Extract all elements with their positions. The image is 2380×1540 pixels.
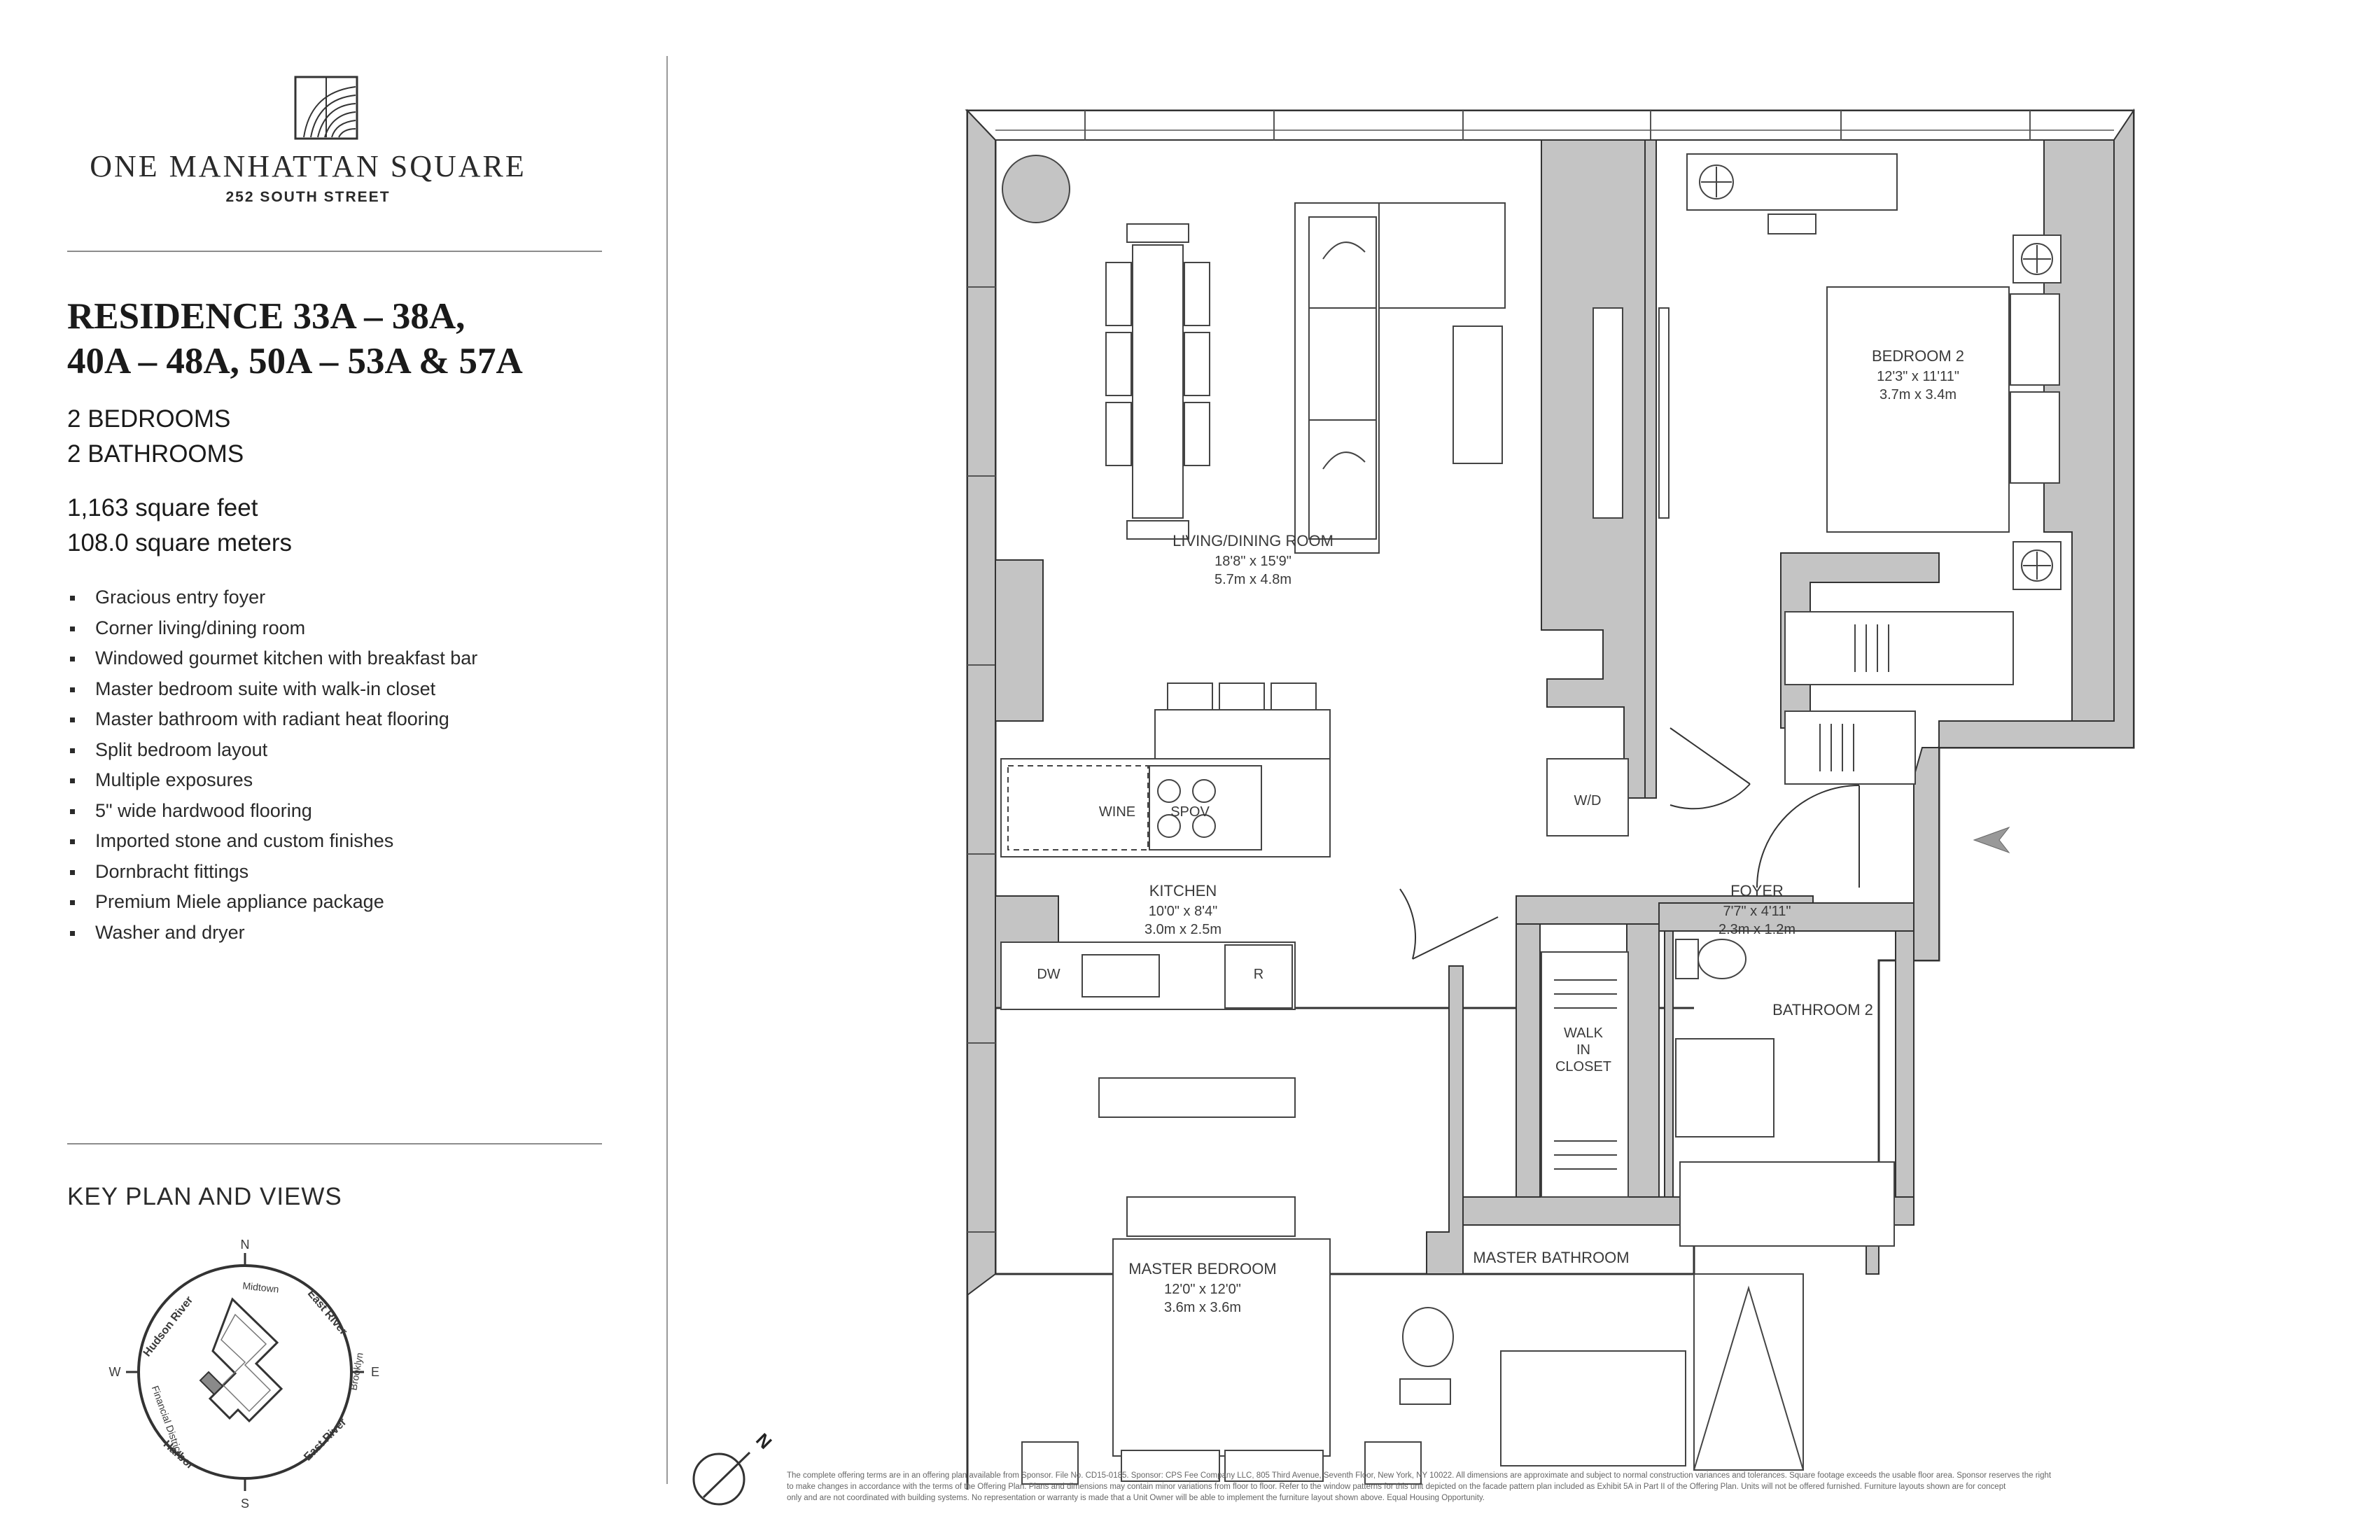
exterior-walls <box>965 108 2135 1490</box>
feature-item: Dornbracht fittings <box>67 857 477 888</box>
label-living-dining-imperial: 18'8" x 15'9" <box>1214 554 1292 569</box>
washer-dryer <box>1546 758 1629 836</box>
disclaimer-line: The complete offering terms are in an of… <box>787 1471 2052 1480</box>
feature-item: Master bedroom suite with walk-in closet <box>67 674 477 705</box>
disclaimer-line: to make changes in accordance with the t… <box>787 1483 2006 1491</box>
key-plan: N S W E Hudson River Midtown East River … <box>105 1232 385 1512</box>
key-plan-heading: KEY PLAN AND VIEWS <box>67 1183 342 1210</box>
feature-item: Washer and dryer <box>67 918 477 948</box>
door-swings <box>1399 727 1860 960</box>
one-manhattan-square-logo <box>294 76 358 140</box>
feature-list: Gracious entry foyer Corner living/dinin… <box>67 582 477 948</box>
key-north: N <box>241 1238 250 1252</box>
bed-bedroom2 <box>1826 234 2062 590</box>
dresser <box>1098 1077 1296 1118</box>
feature-item: Premium Miele appliance package <box>67 887 477 918</box>
floor-plan: LIVING/DINING ROOM 18'8" x 15'9" 5.7m x … <box>693 77 2373 1505</box>
area-square-meters: 108.0 square meters <box>67 529 293 556</box>
label-living-dining-metric: 5.7m x 4.8m <box>1214 572 1292 587</box>
label-master-bedroom: MASTER BEDROOM <box>1128 1260 1276 1278</box>
feature-item: Imported stone and custom finishes <box>67 826 477 857</box>
label-bedroom2-metric: 3.7m x 3.4m <box>1879 387 1956 402</box>
coffee-table <box>1452 326 1503 464</box>
residence-title: RESIDENCE 33A – 38A, 40A – 48A, 50A – 53… <box>67 294 613 384</box>
vanity-bathroom2 <box>1675 1038 1774 1138</box>
compass-needle-icon <box>702 1451 751 1499</box>
label-walk-in-1: WALK <box>1564 1026 1604 1041</box>
feature-item: Master bathroom with radiant heat floori… <box>67 704 477 735</box>
closet-bedroom2-b <box>1784 710 1916 785</box>
tub-bathroom2 <box>1679 1161 1895 1247</box>
toilet-bathroom2 <box>1698 939 1746 979</box>
key-label-midtown: Midtown <box>242 1280 280 1294</box>
key-label-east-river-bottom: East River <box>302 1416 349 1463</box>
bed-master <box>1021 1196 1422 1485</box>
closet-bedroom2 <box>1784 611 2014 685</box>
toilet-master <box>1402 1307 1454 1367</box>
feature-item: Windowed gourmet kitchen with breakfast … <box>67 643 477 674</box>
area-square-feet: 1,163 square feet <box>67 494 258 522</box>
label-foyer-metric: 2.3m x 1.2m <box>1718 922 1795 937</box>
label-wd: W/D <box>1574 793 1602 808</box>
room-labels: LIVING/DINING ROOM 18'8" x 15'9" 5.7m x … <box>1037 347 1964 1315</box>
tv-console <box>1592 307 1623 519</box>
residence-title-line1: RESIDENCE 33A – 38A, <box>67 296 465 337</box>
disclaimer-line: only and are not coordinated with buildi… <box>787 1494 1485 1502</box>
residence-title-line2: 40A – 48A, 50A – 53A & 57A <box>67 341 523 382</box>
label-kitchen-metric: 3.0m x 2.5m <box>1144 922 1222 937</box>
key-south: S <box>241 1497 249 1511</box>
label-master-bedroom-imperial: 12'0" x 12'0" <box>1164 1282 1241 1297</box>
label-dw: DW <box>1037 967 1060 982</box>
label-bedroom2-imperial: 12'3" x 11'11" <box>1877 369 1959 384</box>
feature-item: Split bedroom layout <box>67 735 477 766</box>
entry-arrow-icon <box>1973 826 2010 854</box>
dining-table <box>1105 223 1210 540</box>
tv-console-b2 <box>1658 307 1670 519</box>
label-bathroom2: BATHROOM 2 <box>1772 1001 1873 1018</box>
label-walk-in-3: CLOSET <box>1555 1059 1611 1074</box>
legal-disclaimer: The complete offering terms are in an of… <box>787 1470 2348 1504</box>
label-spov: SPOV <box>1170 804 1210 820</box>
feature-item: Corner living/dining room <box>67 613 477 644</box>
compass: N <box>690 1424 776 1508</box>
brand-name: ONE MANHATTAN SQUARE <box>90 149 526 183</box>
divider-bottom <box>67 1143 602 1144</box>
key-label-east-river-top: East River <box>305 1288 349 1338</box>
label-wine: WINE <box>1099 804 1135 820</box>
label-kitchen: KITCHEN <box>1149 882 1217 899</box>
divider-top <box>67 251 602 252</box>
breakfast-bar <box>1154 709 1331 760</box>
label-master-bathroom: MASTER BATHROOM <box>1473 1249 1629 1266</box>
label-living-dining: LIVING/DINING ROOM <box>1172 532 1334 550</box>
compass-circle <box>692 1452 746 1506</box>
compass-north-label: N <box>752 1429 774 1452</box>
column-divider <box>666 56 668 1484</box>
label-foyer: FOYER <box>1730 882 1784 899</box>
furniture <box>1000 153 2062 1485</box>
key-east: E <box>371 1365 379 1379</box>
label-bedroom2: BEDROOM 2 <box>1872 347 1964 365</box>
corner-planter <box>1002 155 1070 223</box>
bedroom-count: 2 BEDROOMS <box>67 405 231 433</box>
label-walk-in-2: IN <box>1576 1042 1590 1058</box>
brand-address: 252 SOUTH STREET <box>225 189 391 205</box>
label-r: R <box>1254 967 1264 982</box>
label-foyer-imperial: 7'7" x 4'11" <box>1723 904 1791 919</box>
vanity-master <box>1500 1350 1686 1466</box>
key-west: W <box>109 1365 121 1379</box>
walk-in-closet-shelving <box>1541 951 1629 1198</box>
key-plan-unit-highlight <box>199 1371 224 1396</box>
label-kitchen-imperial: 10'0" x 8'4" <box>1149 904 1218 919</box>
shower-master <box>1693 1273 1804 1471</box>
feature-item: Gracious entry foyer <box>67 582 477 613</box>
sofa <box>1294 202 1506 554</box>
label-master-bedroom-metric: 3.6m x 3.6m <box>1164 1300 1241 1315</box>
feature-item: Multiple exposures <box>67 765 477 796</box>
feature-item: 5" wide hardwood flooring <box>67 796 477 827</box>
key-plan-building <box>199 1297 284 1423</box>
bathroom-count: 2 BATHROOMS <box>67 440 244 468</box>
